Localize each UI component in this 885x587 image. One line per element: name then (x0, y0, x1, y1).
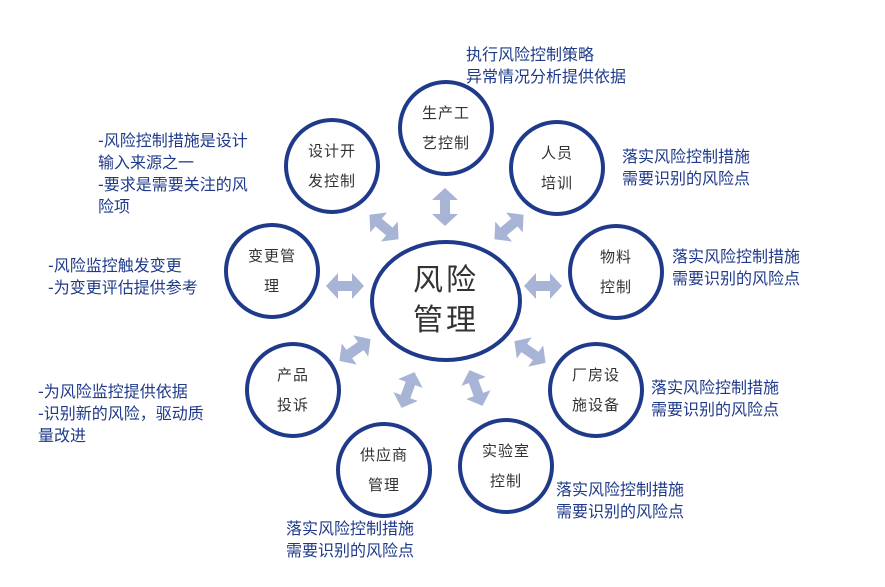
arrow-change (326, 273, 364, 299)
node-label-design: 设计开 发控制 (307, 142, 356, 190)
center-label: 风险 管理 (413, 263, 479, 338)
note-production: 执行风险控制策略 异常情况分析提供依据 (466, 45, 627, 86)
arrow-supplier (393, 372, 423, 408)
node-label-personnel: 人员 培训 (540, 144, 573, 192)
arrow-materials (524, 273, 562, 299)
node-supplier: 供应商 管理 (336, 422, 432, 518)
note-change: -风险监控触发变更 -为变更评估提供参考 (48, 256, 198, 297)
note-facilities: 落实风险控制措施 需要识别的风险点 (651, 378, 780, 419)
arrow-complaints (339, 335, 371, 365)
node-facilities: 厂房设 施设备 (548, 342, 644, 438)
node-production: 生产工 艺控制 (398, 80, 494, 176)
arrow-production (432, 188, 458, 226)
arrow-design (369, 212, 399, 242)
node-label-lab: 实验室 控制 (481, 442, 530, 490)
node-label-supplier: 供应商 管理 (359, 446, 408, 494)
note-supplier: 落实风险控制措施 需要识别的风险点 (286, 519, 415, 560)
note-personnel: 落实风险控制措施 需要识别的风险点 (622, 147, 751, 188)
center-circle: 风险 管理 (370, 240, 522, 362)
arrow-personnel (494, 212, 524, 242)
node-lab: 实验室 控制 (458, 418, 554, 514)
node-personnel: 人员 培训 (509, 120, 605, 216)
note-design: -风险控制措施是设计 输入来源之一 -要求是需要关注的风 险项 (98, 131, 248, 216)
node-change: 变更管 理 (224, 223, 320, 319)
node-label-change: 变更管 理 (247, 247, 296, 295)
arrow-lab (461, 370, 491, 406)
arrow-facilities (514, 337, 546, 367)
node-label-production: 生产工 艺控制 (421, 104, 470, 152)
node-complaints: 产品 投诉 (245, 342, 341, 438)
node-design: 设计开 发控制 (284, 118, 380, 214)
note-lab: 落实风险控制措施 需要识别的风险点 (556, 480, 685, 521)
note-complaints: -为风险监控提供依据 -识别新的风险，驱动质 量改进 (38, 382, 204, 445)
node-label-complaints: 产品 投诉 (276, 366, 309, 414)
node-label-materials: 物料 控制 (599, 248, 632, 296)
node-label-facilities: 厂房设 施设备 (571, 366, 620, 414)
node-materials: 物料 控制 (568, 224, 664, 320)
note-materials: 落实风险控制措施 需要识别的风险点 (672, 247, 801, 288)
